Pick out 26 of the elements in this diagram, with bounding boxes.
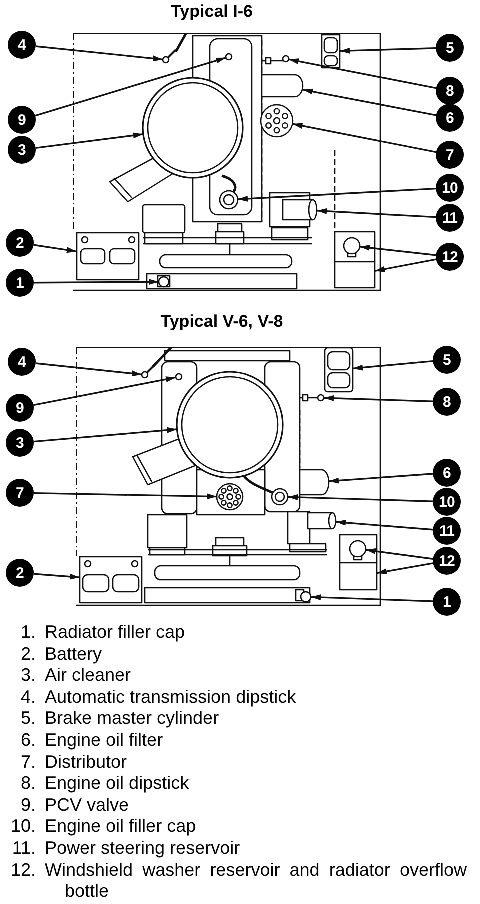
list-number: 4. (20, 686, 36, 708)
list-number: 1. (20, 622, 36, 644)
part-name: PCV valve (45, 794, 130, 816)
list-number: 7. (20, 752, 36, 774)
part-name: Engine oil filler cap (45, 816, 196, 838)
part-name: Brake master cylinder (45, 708, 220, 730)
list-number: 3. (20, 665, 36, 687)
list-number: 9. (20, 794, 36, 816)
part-name: Distributor (45, 752, 128, 774)
list-number: 6. (20, 730, 36, 752)
list-number: 12. (10, 860, 36, 882)
part-name: Radiator filler cap (45, 622, 186, 644)
panel-heading: Typical V-6, V-8 (160, 311, 284, 333)
part-name: Engine oil dipstick (45, 773, 190, 795)
part-name: Engine oil filter (45, 730, 164, 752)
part-name: Power steering reservoir (45, 838, 240, 860)
part-name: Windshield washer reservoir and radiator overflow bottle (45, 860, 467, 903)
part-name: Automatic transmission dipstick (45, 686, 296, 708)
part-name: Air cleaner (45, 665, 132, 687)
list-number: 10. (10, 816, 36, 838)
panel-heading: Typical I-6 (171, 1, 253, 23)
list-number: 8. (20, 773, 36, 795)
list-number: 11. (12, 838, 36, 860)
part-name: Battery (45, 644, 102, 666)
list-number: 2. (20, 644, 36, 666)
list-number: 5. (20, 708, 36, 730)
